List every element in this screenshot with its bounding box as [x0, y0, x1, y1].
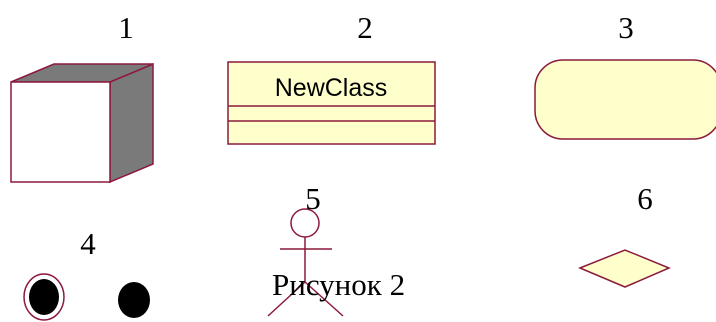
final-state-icon [23, 273, 65, 321]
figure-caption: Рисунок 2 [272, 267, 405, 302]
node-cube-icon [10, 62, 154, 184]
class-box-icon: NewClass [227, 61, 436, 145]
decision-diamond-icon [578, 249, 671, 288]
initial-state-icon [118, 282, 150, 318]
activity-state-icon [534, 59, 716, 140]
label-3: 3 [618, 10, 634, 45]
class-name: NewClass [275, 74, 388, 102]
label-5: 5 [305, 181, 321, 216]
label-4: 4 [80, 226, 96, 261]
label-2: 2 [357, 10, 373, 45]
label-6: 6 [637, 181, 653, 216]
label-1: 1 [118, 10, 134, 45]
actor-icon [267, 208, 344, 317]
